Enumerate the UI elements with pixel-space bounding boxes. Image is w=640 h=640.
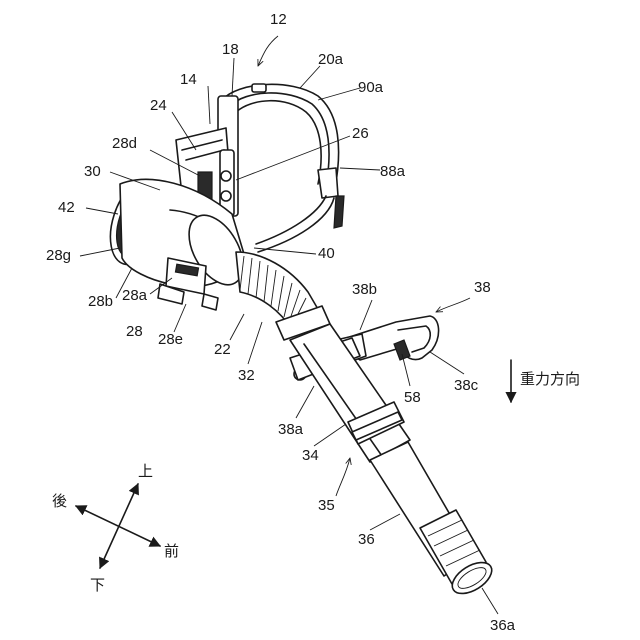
compass-up: 上 [138,462,153,480]
harness-frame [218,84,344,252]
label-58: 58 [404,389,421,406]
compass-back: 後 [52,492,67,510]
label-88a: 88a [380,163,406,180]
label-28b: 28b [88,293,113,310]
label-30: 30 [84,163,101,180]
label-28g: 28g [46,247,71,264]
label-90a: 90a [358,79,384,96]
label-12: 12 [270,11,287,28]
label-14: 14 [180,71,197,88]
label-42: 42 [58,199,75,216]
flex-hose [236,252,330,340]
label-24: 24 [150,97,167,114]
label-20a: 20a [318,51,344,68]
compass-down: 下 [90,576,105,594]
label-26: 26 [352,125,369,142]
arrow-35 [336,458,350,496]
arrow-38 [436,298,470,312]
blow-pipe [290,324,497,600]
label-38a: 38a [278,421,304,438]
gravity-label: 重力方向 [520,370,580,388]
label-28e: 28e [158,331,183,348]
label-36a: 36a [490,617,516,634]
label-34: 34 [302,447,319,464]
label-38: 38 [474,279,491,296]
label-32: 32 [238,367,255,384]
label-40: 40 [318,245,335,262]
label-35: 35 [318,497,335,514]
compass-front: 前 [164,542,179,560]
label-18: 18 [222,41,239,58]
label-38b: 38b [352,281,377,298]
arrow-12 [258,36,278,66]
label-36: 36 [358,531,375,548]
label-28d: 28d [112,135,137,152]
label-28a: 28a [122,287,148,304]
label-38c: 38c [454,377,479,394]
label-28: 28 [126,323,143,340]
orientation-compass: 上 後 前 下 [52,462,179,594]
label-22: 22 [214,341,231,358]
